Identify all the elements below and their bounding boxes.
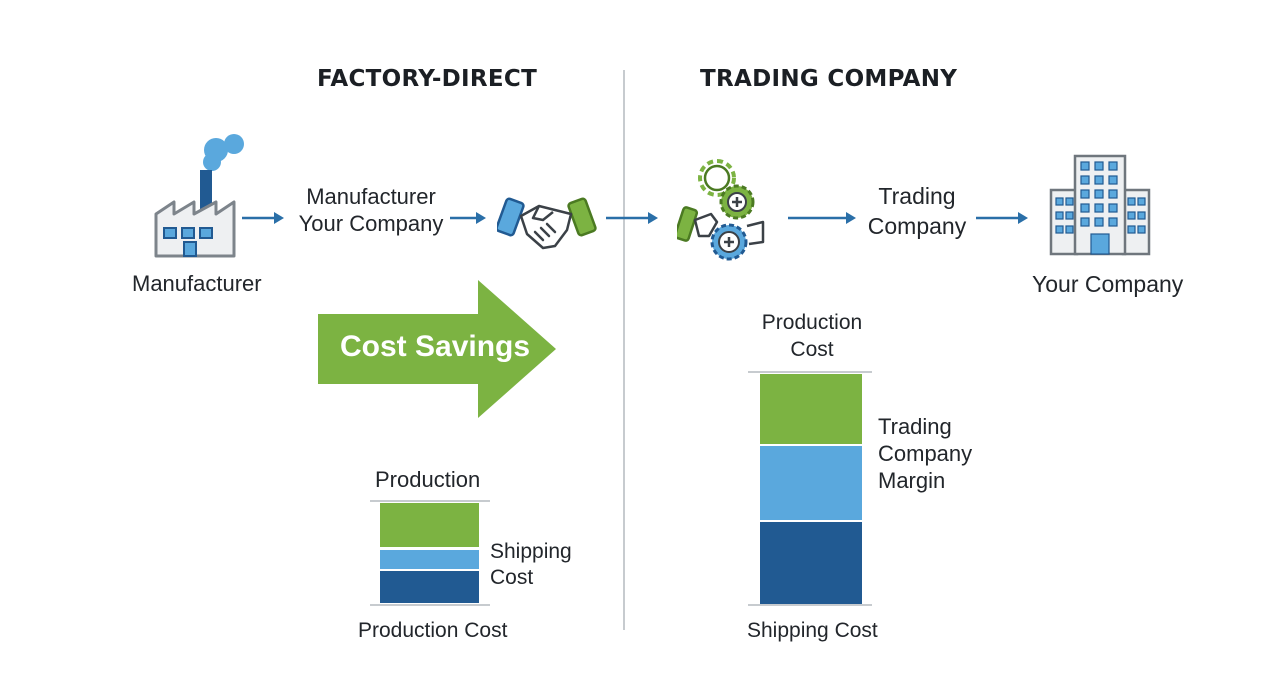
right-bar-production-segment [760,374,862,444]
left-bar-shipping-segment [380,550,479,569]
office-building-icon [1047,154,1153,256]
right-bar-side-label: Trading Company Margin [878,413,972,494]
left-bar-side-line-1: Shipping [490,540,572,563]
factory-icon [150,132,246,260]
left-bar-base-segment [380,571,479,603]
flow-arrow-1 [242,212,284,224]
left-bar-top-label: Production [375,467,481,492]
flow-arrow-4 [788,212,856,224]
trading-line-1: Trading [878,183,956,209]
factory-direct-title: FACTORY-DIRECT [317,66,538,92]
manufacturer-label: Manufacturer [132,271,262,296]
right-bar-bottom-label: Shipping Cost [747,619,878,642]
trading-company-title: TRADING COMPANY [700,66,958,92]
flow-arrow-3 [606,212,658,224]
right-bar-top-line [748,371,872,373]
left-bar-production-segment [380,503,479,547]
cost-savings-label: Cost Savings [340,330,531,363]
right-bar-top-label: Production Cost [752,309,872,363]
right-bar-side-line-1: Trading [878,414,952,439]
handshake-icon [495,190,597,256]
right-bar-shipping-segment [760,522,862,605]
left-bar-side-label: Shipping Cost [490,539,572,591]
cost-savings-arrow: Cost Savings [318,280,558,418]
middle-line-2: Your Company [298,211,444,236]
trading-company-label: Trading Company [862,181,972,241]
left-bar-bottom-label: Production Cost [358,619,508,642]
middle-line-1: Manufacturer [306,184,436,209]
manufacturer-your-company-label: Manufacturer Your Company [290,183,452,237]
left-stacked-bar [380,503,479,603]
right-bar-bottom-line [748,604,872,606]
right-bar-top-line-2: Cost [790,338,834,361]
flow-arrow-5 [976,212,1028,224]
right-bar-margin-segment [760,446,862,520]
left-bar-side-line-2: Cost [490,566,534,589]
trading-line-2: Company [867,213,967,239]
your-company-label: Your Company [1032,271,1184,297]
flow-arrow-2 [450,212,486,224]
right-bar-top-line-1: Production [761,311,863,334]
right-bar-side-line-2: Company [878,441,973,466]
left-bar-bottom-line [370,604,490,606]
section-divider [623,70,625,630]
right-stacked-bar [760,374,862,605]
gears-handshake-icon [673,156,767,266]
left-bar-top-line [370,500,490,502]
right-bar-side-line-3: Margin [878,468,946,493]
